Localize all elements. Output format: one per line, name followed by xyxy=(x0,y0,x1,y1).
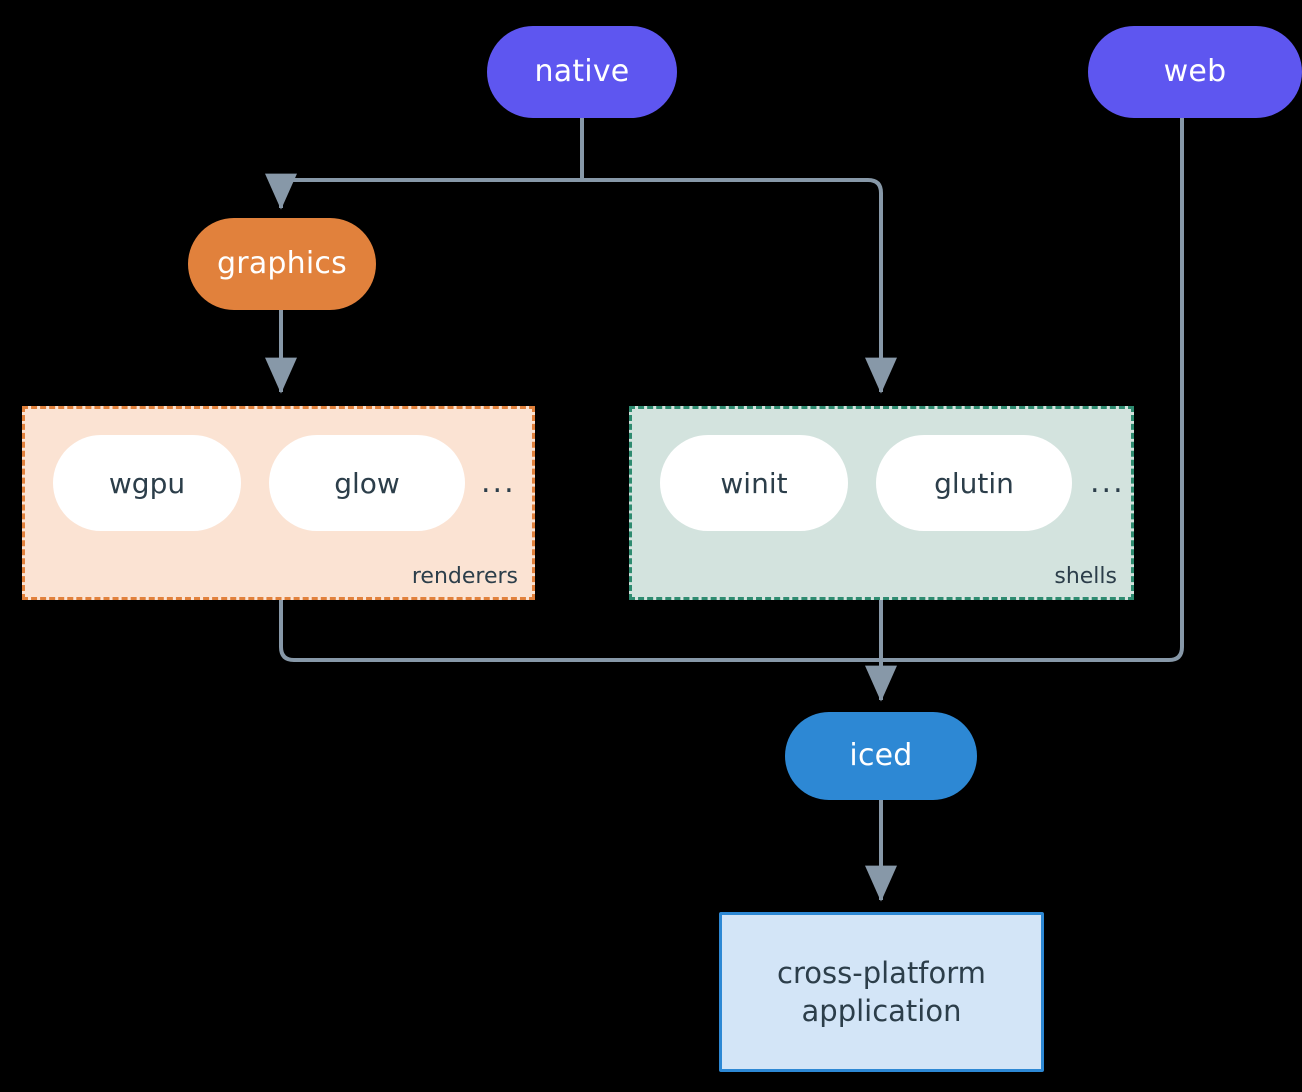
chip-wgpu[interactable]: wgpu xyxy=(53,435,241,531)
node-iced[interactable]: iced xyxy=(785,712,977,800)
cluster-shells[interactable]: winit glutin ... shells xyxy=(629,406,1134,600)
application-label-line2: application xyxy=(801,994,962,1028)
cluster-renderers-label: renderers xyxy=(411,564,518,589)
shells-overflow-ellipsis: ... xyxy=(1090,465,1125,500)
node-web[interactable]: web xyxy=(1088,26,1302,118)
chip-glutin[interactable]: glutin xyxy=(876,435,1072,531)
edge-native-graphics xyxy=(265,173,582,210)
node-web-label: web xyxy=(1163,54,1227,90)
chip-glow[interactable]: glow xyxy=(269,435,465,531)
chip-winit[interactable]: winit xyxy=(660,435,848,531)
chip-wgpu-label: wgpu xyxy=(108,466,186,500)
node-native-label: native xyxy=(534,54,630,90)
node-graphics-label: graphics xyxy=(217,246,347,282)
node-iced-label: iced xyxy=(849,738,913,774)
node-native[interactable]: native xyxy=(487,26,677,118)
application-label-line1: cross-platform xyxy=(777,955,986,990)
cluster-renderers[interactable]: wgpu glow ... renderers xyxy=(22,406,535,600)
node-cross-platform-application[interactable]: cross-platform application xyxy=(719,912,1044,1072)
chip-glutin-label: glutin xyxy=(934,466,1014,500)
edge-native-shells xyxy=(582,178,897,394)
chip-winit-label: winit xyxy=(720,466,788,500)
node-graphics[interactable]: graphics xyxy=(188,218,376,310)
cluster-shells-label: shells xyxy=(1054,564,1117,589)
renderers-overflow-ellipsis: ... xyxy=(481,465,516,500)
edge-renderers-iced xyxy=(279,600,881,662)
chip-glow-label: glow xyxy=(334,466,400,500)
